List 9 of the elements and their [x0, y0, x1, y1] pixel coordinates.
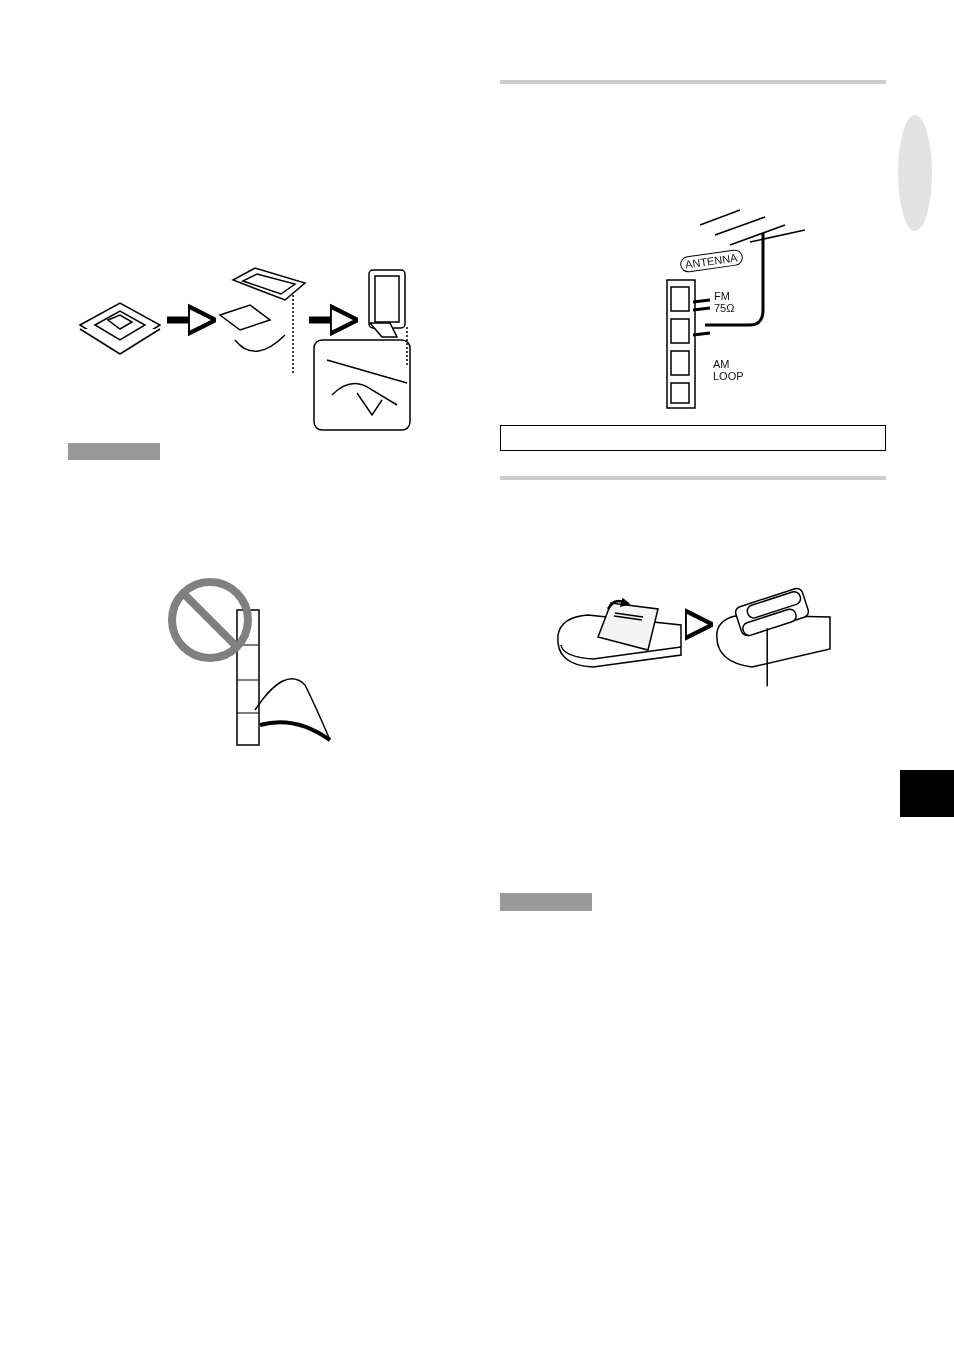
note-bar	[68, 443, 160, 460]
leader-line	[766, 627, 768, 688]
section-tab	[900, 770, 954, 817]
step-arrow	[309, 303, 360, 337]
step-arrow	[682, 608, 715, 641]
antenna-label: ANTENNA	[679, 248, 744, 274]
empty-frame	[500, 425, 886, 451]
note-bar	[500, 893, 592, 911]
step-arrow	[167, 303, 218, 337]
